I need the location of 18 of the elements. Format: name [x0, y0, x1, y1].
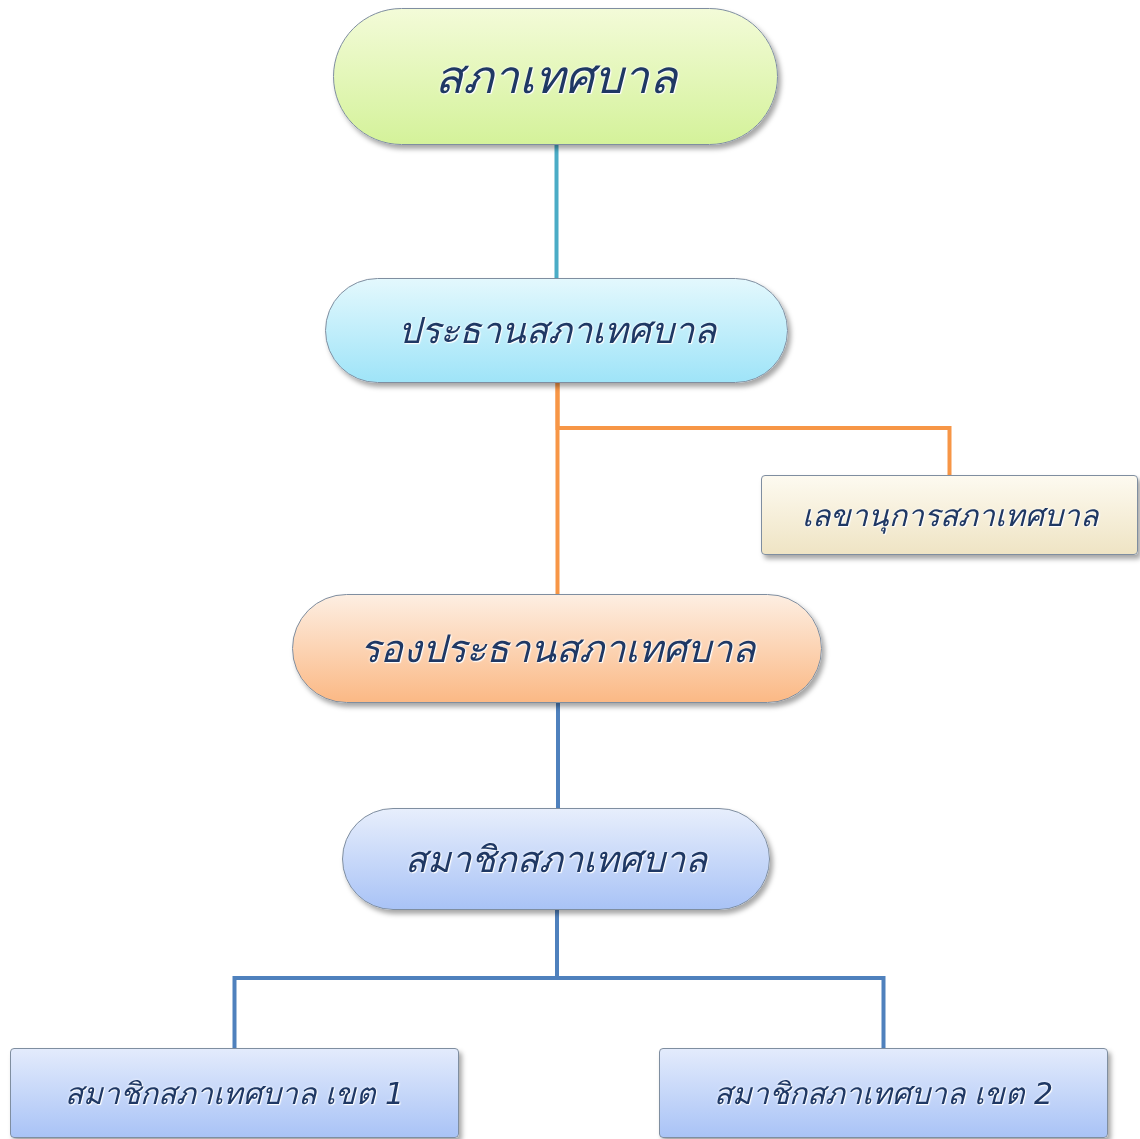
connector-line: [555, 383, 560, 594]
district-box: [659, 1048, 1108, 1138]
council-pill: [333, 8, 778, 145]
node-label: รองประธานสภาเทศบาล: [359, 626, 755, 673]
connector-line: [554, 145, 559, 278]
node-label: สมาชิกสภาเทศบาล: [405, 837, 707, 882]
node-label: สมาชิกสภาเทศบาล เขต 1: [64, 1074, 405, 1113]
members-pill: [342, 808, 770, 910]
node-label: เลขานุการสภาเทศบาล: [801, 496, 1098, 536]
chairman-pill: [325, 278, 788, 383]
connector-line: [556, 703, 560, 808]
connector-line: [555, 910, 886, 1048]
node-label: ประธานสภาเทศบาล: [397, 309, 716, 353]
vice-chairman-pill: [292, 594, 822, 703]
node-label: สภาเทศบาล: [434, 49, 677, 106]
node-label: สมาชิกสภาเทศบาล เขต 2: [713, 1074, 1054, 1113]
secretary-box: [761, 475, 1138, 555]
district-box: [10, 1048, 459, 1138]
